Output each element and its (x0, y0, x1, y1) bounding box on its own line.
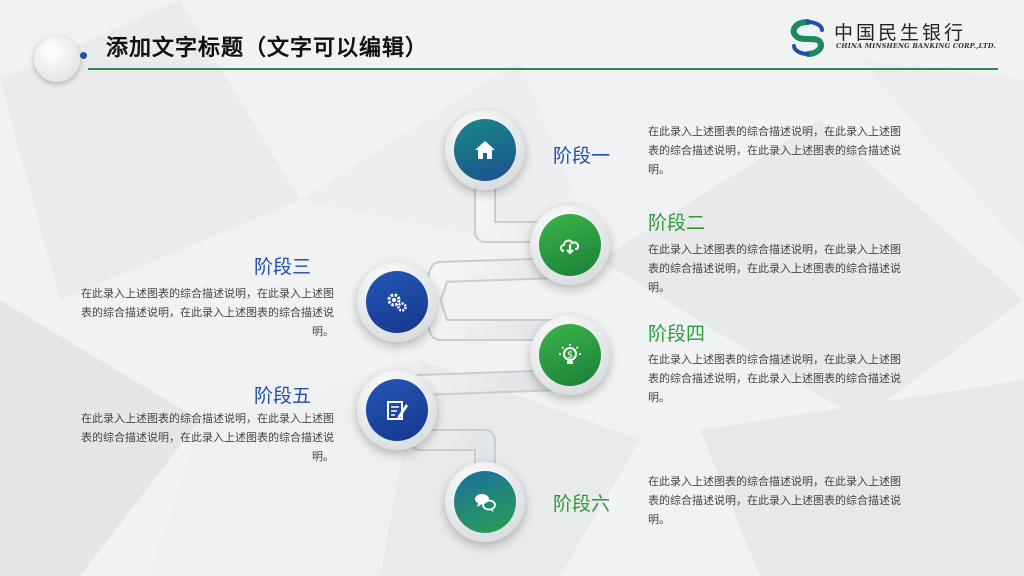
stage-3-label: 阶段三 (254, 256, 312, 278)
home-icon (475, 141, 495, 159)
stage-3-desc: 在此录入上述图表的综合描述说明，在此录入上述图表的综合描述说明，在此录入上述图表… (81, 287, 334, 338)
stage-5-label: 阶段五 (254, 385, 312, 407)
cloud-download-icon (560, 239, 580, 255)
stage-1-node (445, 110, 525, 190)
stage-5-desc: 在此录入上述图表的综合描述说明，在此录入上述图表的综合描述说明，在此录入上述图表… (81, 412, 334, 463)
stage-6-node (445, 462, 525, 542)
chat-bubbles-icon (475, 494, 496, 512)
gears-icon (387, 293, 407, 312)
stage-2-node (530, 205, 610, 285)
stage-4-label: 阶段四 (648, 323, 706, 345)
svg-text:$: $ (567, 350, 573, 361)
stage-1-desc: 在此录入上述图表的综合描述说明，在此录入上述图表的综合描述说明，在此录入上述图表… (648, 125, 901, 176)
notepad-pen-icon (387, 401, 408, 420)
bank-logo-mark-icon (790, 19, 824, 57)
stage-2-label: 阶段二 (648, 212, 706, 234)
stage-4-node: $ (530, 315, 610, 395)
stage-2-desc: 在此录入上述图表的综合描述说明，在此录入上述图表的综合描述说明，在此录入上述图表… (648, 243, 901, 294)
bank-logo-en: CHINA MINSHENG BANKING CORP.,LTD. (836, 42, 996, 50)
stage-1-label: 阶段一 (553, 145, 611, 167)
decorative-dot (80, 52, 87, 59)
bank-logo-cn: 中国民生银行 (834, 22, 967, 44)
slide-title: 添加文字标题（文字可以编辑） (106, 36, 429, 61)
bank-logo: 中国民生银行 CHINA MINSHENG BANKING CORP.,LTD. (786, 18, 996, 58)
stage-5-node (357, 370, 437, 450)
stage-3-node (357, 262, 437, 342)
stage-6-label: 阶段六 (553, 493, 611, 515)
stage-4-desc: 在此录入上述图表的综合描述说明，在此录入上述图表的综合描述说明，在此录入上述图表… (648, 353, 901, 404)
money-bulb-icon: $ (559, 344, 581, 364)
stage-6-desc: 在此录入上述图表的综合描述说明，在此录入上述图表的综合描述说明，在此录入上述图表… (648, 475, 901, 526)
decorative-circle (34, 36, 80, 82)
title-rule (88, 68, 998, 70)
